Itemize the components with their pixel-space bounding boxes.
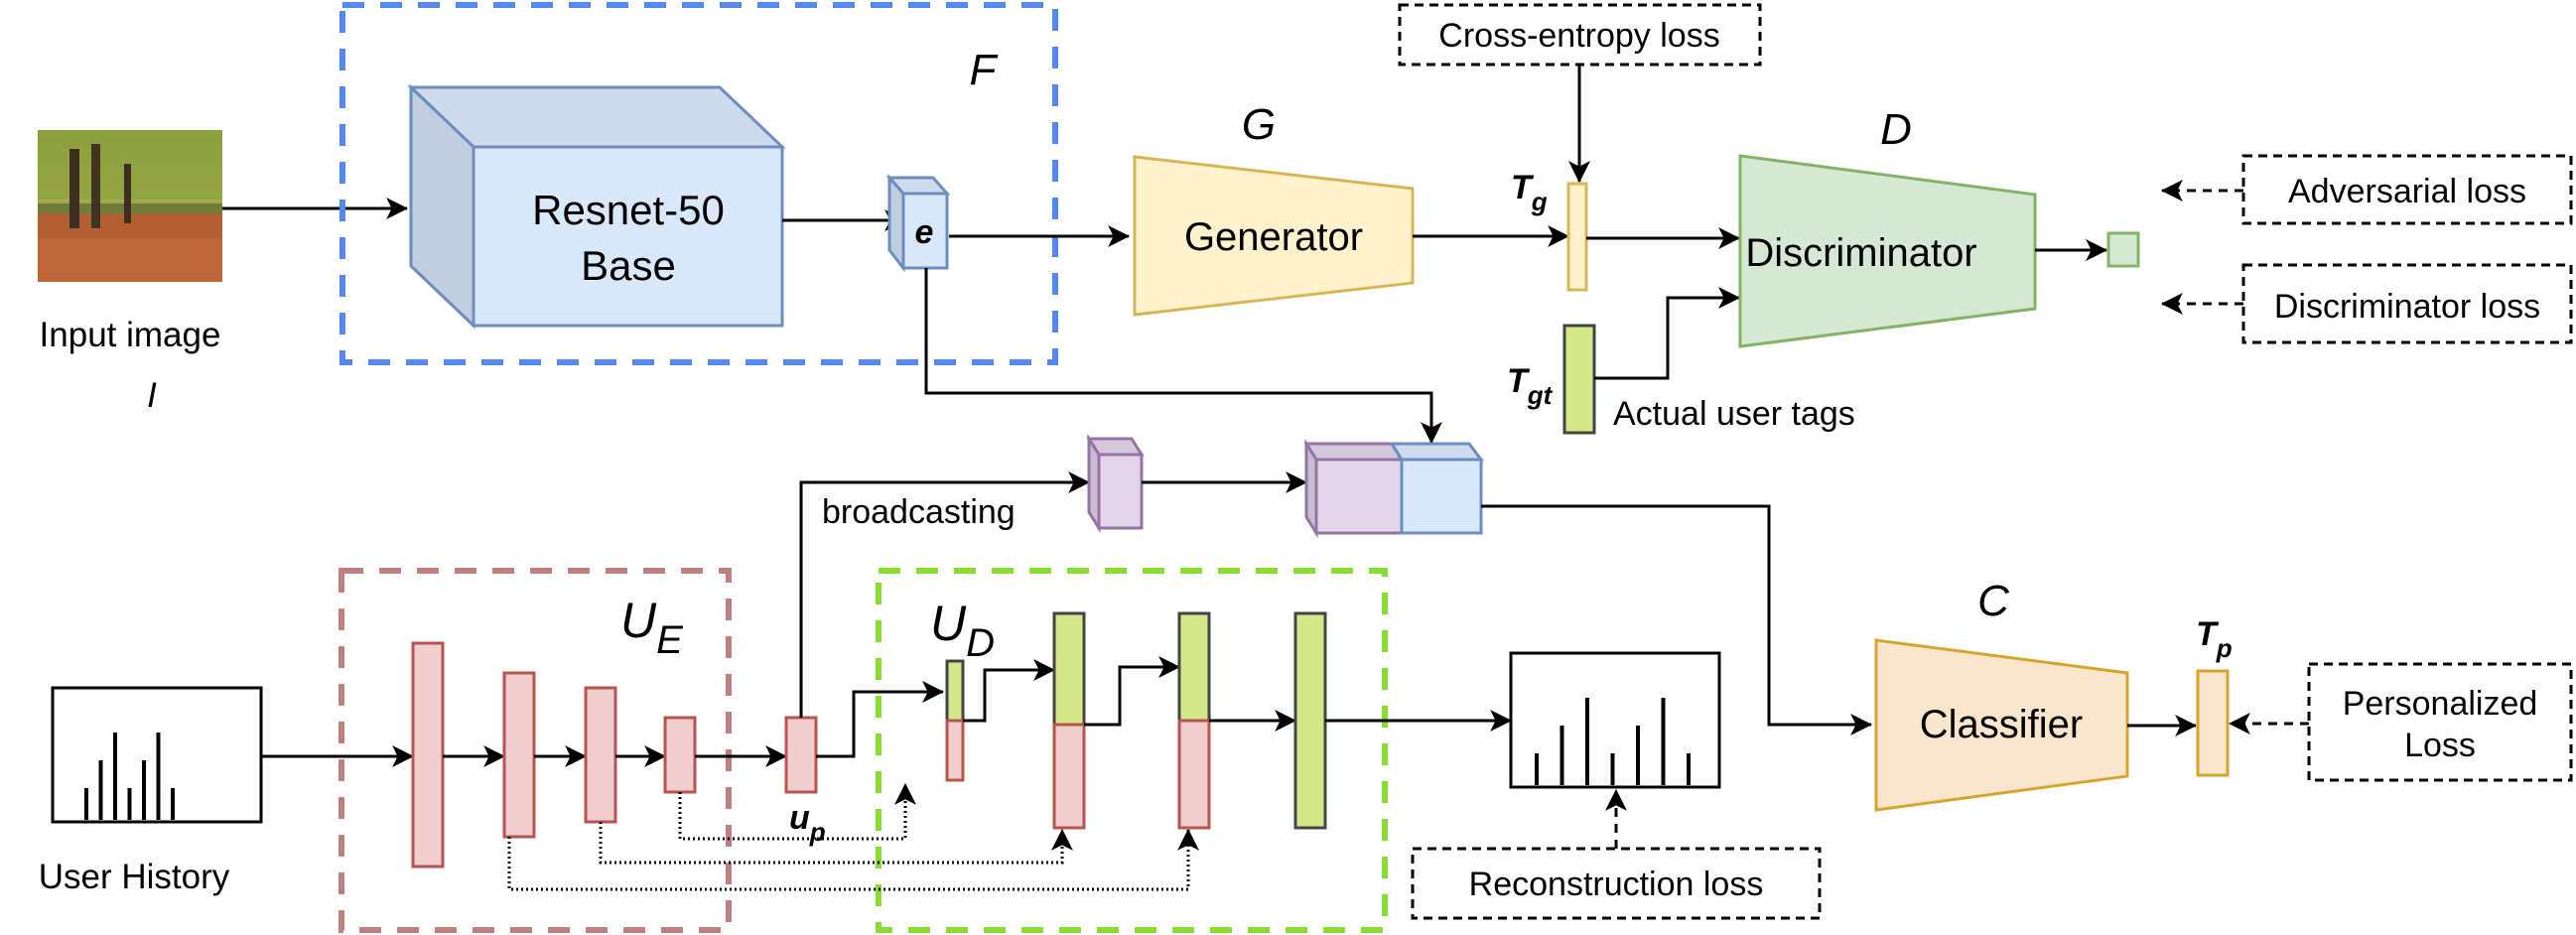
tgt-sub: gt [1527,380,1554,410]
encoder-layer-3 [584,686,617,824]
ud-main: U [930,596,967,651]
classifier-symbol: C [1977,577,2010,625]
tp-sub: p [2216,633,2233,663]
input-image [38,130,222,282]
user-history-chart [51,686,263,824]
generator-block [1133,155,1415,317]
tg-main: T [1511,169,1535,206]
cross-entropy-loss-label: Cross-entropy loss [1438,17,1719,55]
skip-connection-1 [678,782,916,841]
discriminator-label: Discriminator [1745,231,1976,275]
feature-extractor-symbol: F [970,46,999,94]
decoder-layer-3-red [1177,719,1211,830]
input-image-symbol: I [147,376,157,415]
concat-cube [1303,438,1484,539]
decoder-layer-4 [1293,611,1327,830]
decoder-layer-2-red [1052,723,1086,830]
decoder-layer-1-red [945,719,965,782]
resnet-block [407,83,786,330]
resnet-label-line1: Resnet-50 [532,187,725,233]
discriminator-output [2106,231,2140,268]
resnet-label-line2: Base [581,242,676,289]
personalized-loss-line1: Personalized [2343,685,2538,723]
skip-connection-3 [507,828,1199,891]
skip-connection-2 [599,822,1073,865]
feature-extractor-group [339,2,1058,365]
personalized-tags-vector [2196,669,2230,777]
user-profile-vector [784,716,818,794]
actual-tags-vector [1562,324,1596,435]
user-history-label: User History [39,858,230,896]
arrow-dec-1-2 [963,659,1056,723]
adversarial-loss-label: Adversarial loss [2288,173,2526,210]
generated-tags-vector [1566,182,1588,292]
broadcast-cube [1086,433,1145,534]
arrow-embedding-to-concat [924,268,1442,445]
input-image-label: Input image [40,316,221,354]
tp-symbol: Tp [2196,615,2233,663]
discriminator-loss-box [2241,263,2573,344]
up-main: u [789,799,810,837]
personalized-loss-line2: Loss [2404,727,2476,764]
classifier-label: Classifier [1920,703,2083,746]
tp-main: T [2196,615,2220,653]
reconstruction-loss-label: Reconstruction loss [1469,866,1764,903]
user-encoder-symbol: UE [620,593,684,662]
arrow-dec-2-3 [1084,656,1181,727]
ue-main: U [620,593,657,648]
encoder-layer-4 [663,716,697,794]
arrow-tgt-to-discriminator [1594,287,1741,380]
embedding-cube [885,174,951,273]
personalized-loss-box [2307,662,2573,782]
decoder-layer-2-green [1052,611,1086,727]
user-history-bars [84,733,175,820]
decoder-layer-1-green [945,659,965,723]
generator-label: Generator [1184,215,1363,259]
embedding-label: e [915,213,934,251]
actual-tags-label: Actual user tags [1613,395,1855,433]
user-history-frame [51,686,263,824]
discriminator-block [1738,154,2037,348]
ud-sub: D [966,621,995,665]
arrow-concat-to-classifier [1481,504,1873,735]
generator-symbol: G [1242,100,1276,149]
tgt-symbol: Tgt [1507,362,1554,410]
user-decoder-group [876,568,1388,933]
decoder-layer-3-green [1177,611,1211,723]
user-encoder-group [339,568,732,933]
arrow-up-broadcast [799,471,1091,718]
reconstruction-chart [1509,651,1721,789]
discriminator-symbol: D [1880,105,1912,154]
reconstruction-bars [1535,698,1691,785]
up-sub: p [809,817,826,847]
arrow-up-to-decoder [816,681,945,758]
tgt-main: T [1507,362,1531,400]
tg-symbol: Tg [1511,169,1548,216]
discriminator-loss-label: Discriminator loss [2274,288,2540,326]
tg-sub: g [1531,187,1548,216]
ue-sub: E [656,618,684,662]
broadcasting-label: broadcasting [822,493,1016,531]
encoder-layer-2 [502,671,536,839]
user-decoder-symbol: UD [930,596,995,665]
encoder-layer-1 [411,641,445,868]
classifier-block [1874,638,2129,812]
adversarial-loss-box [2241,154,2573,225]
